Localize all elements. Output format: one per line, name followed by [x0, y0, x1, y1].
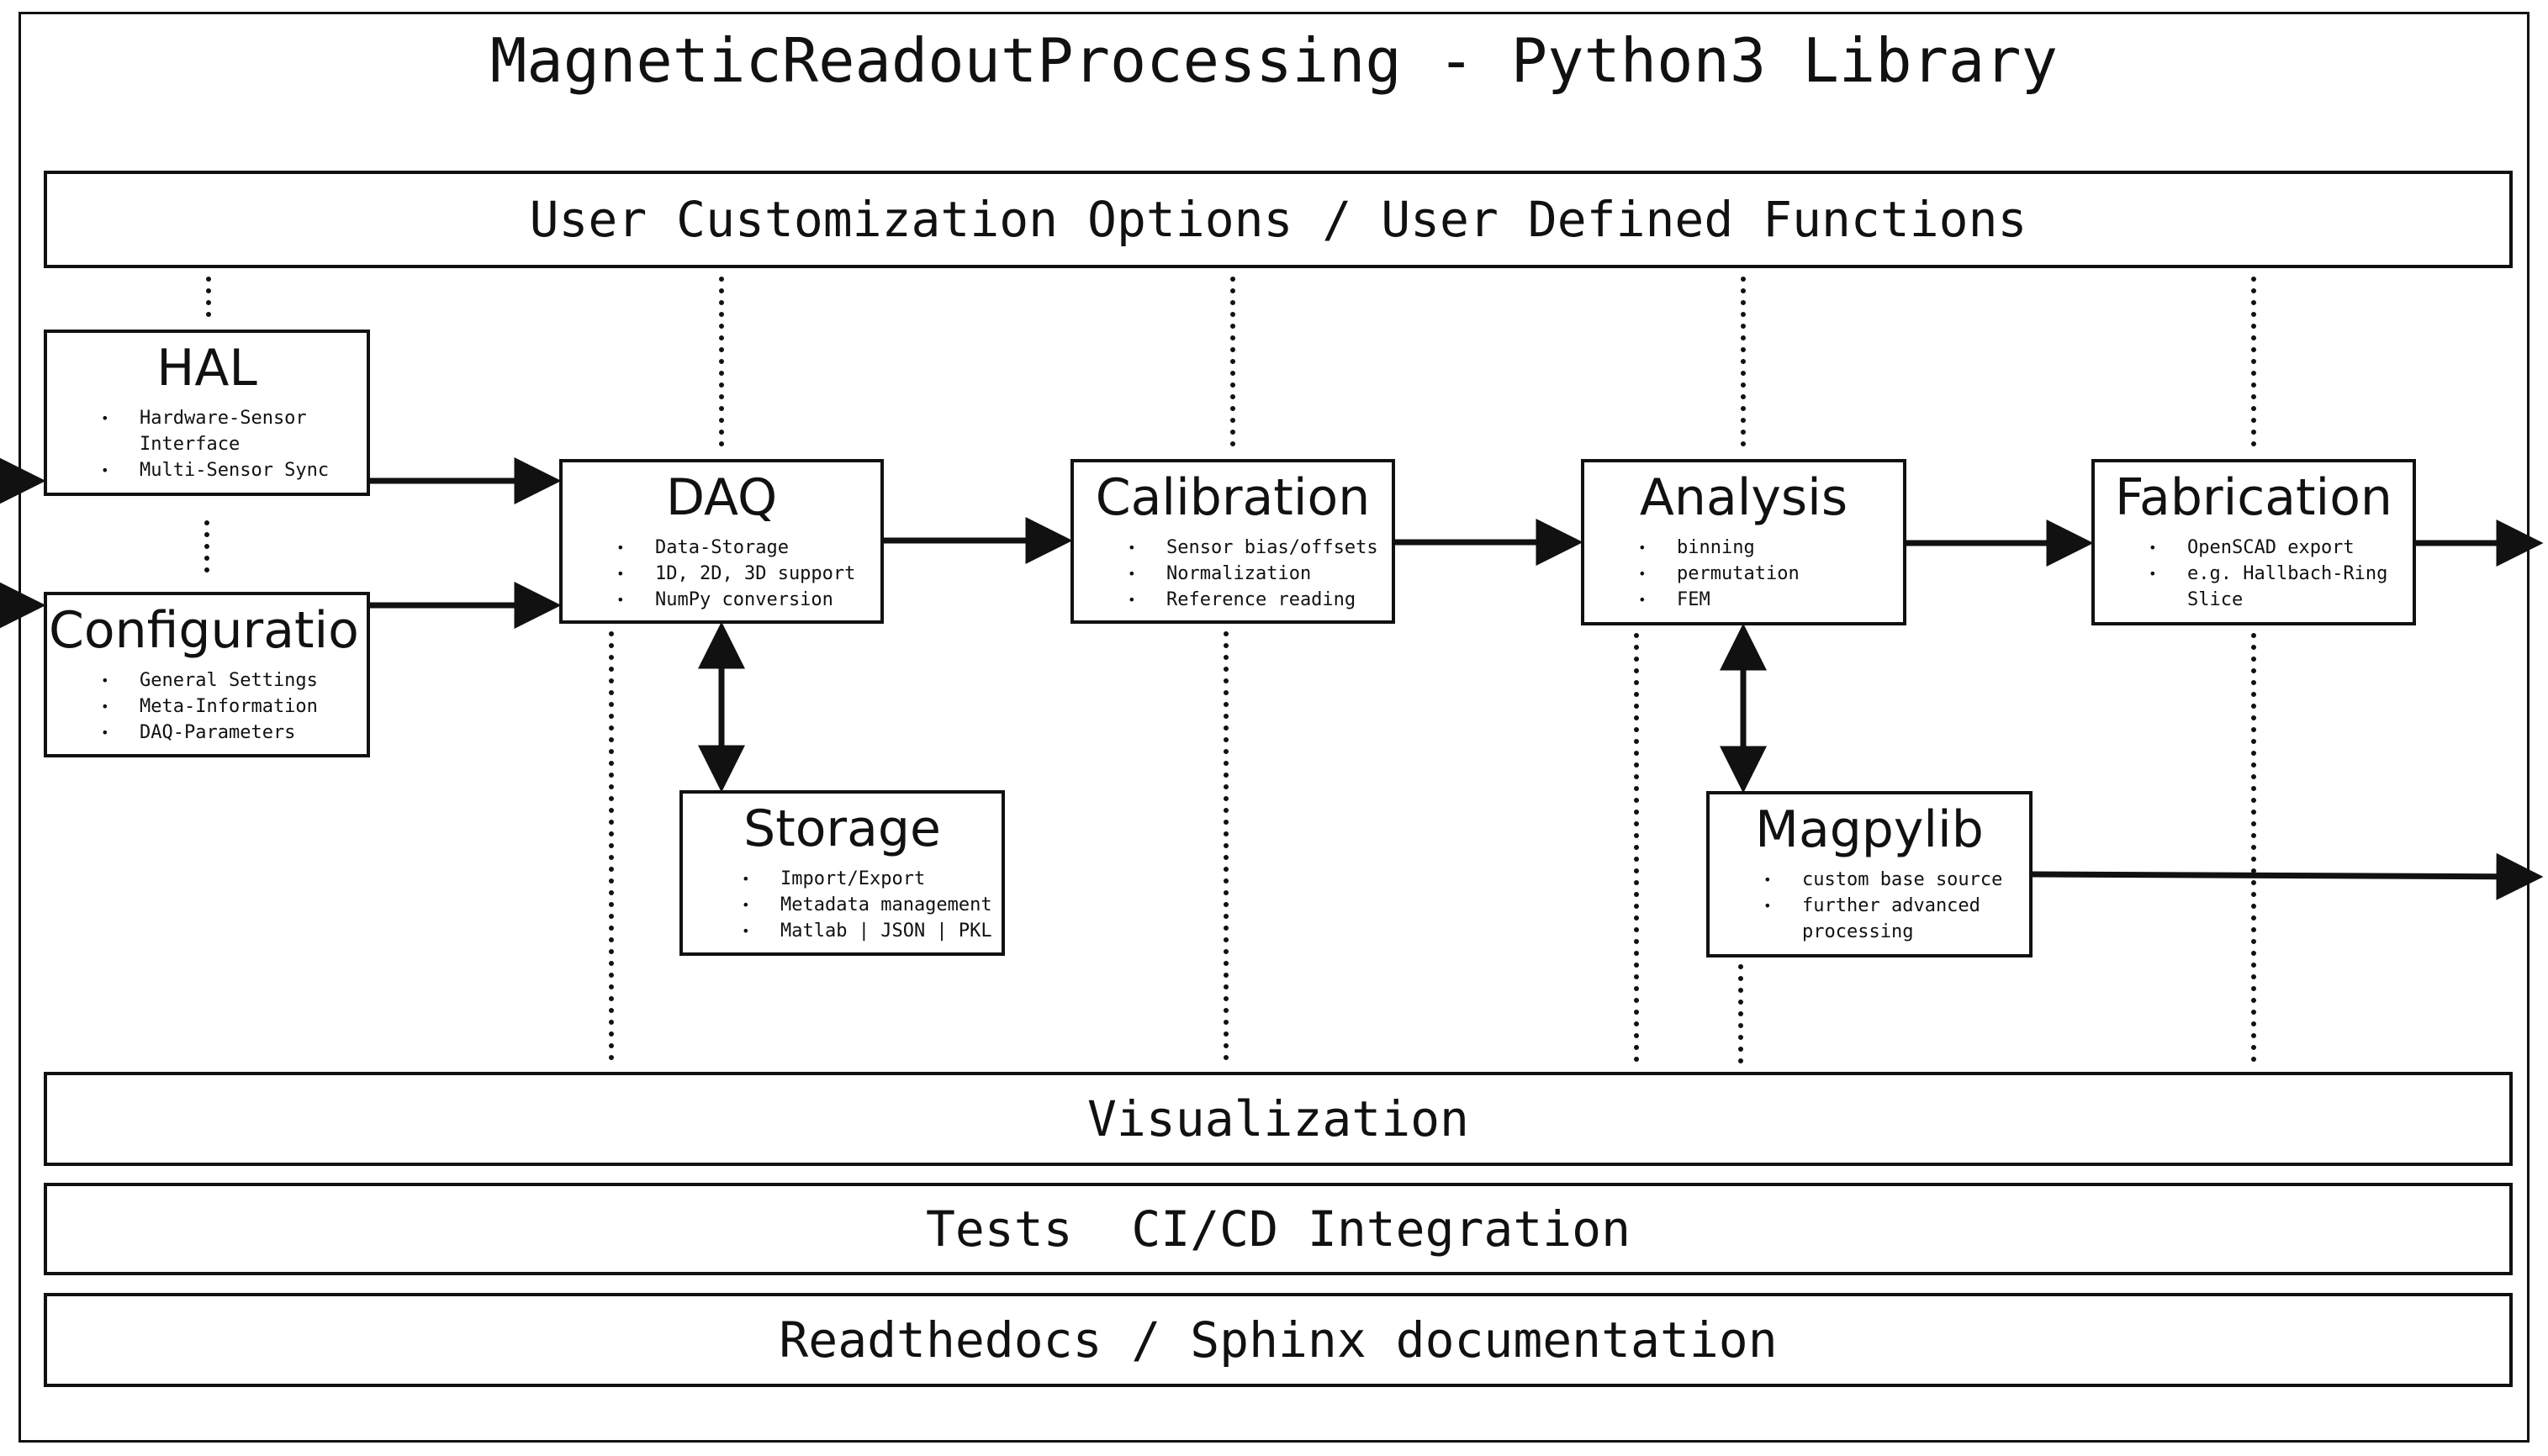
module-configuration: Configuratio General SettingsMeta-Inform… [44, 592, 370, 757]
module-title: Analysis [1639, 468, 1848, 527]
output-arrow-magpylib [2032, 852, 2544, 900]
module-title: Fabrication [2115, 468, 2392, 527]
module-fabrication: Fabrication OpenSCAD exporte.g. Hallbach… [2091, 459, 2416, 625]
user-customization-bar: User Customization Options / User Define… [44, 171, 2513, 268]
module-item-list: custom base sourcefurther advanced proce… [1710, 867, 2029, 945]
module-calibration: Calibration Sensor bias/offsetsNormaliza… [1070, 459, 1395, 624]
module-item: Multi-Sensor Sync [101, 457, 367, 483]
module-item: custom base source [1763, 867, 2029, 893]
module-item: further advanced processing [1763, 893, 2029, 945]
documentation-bar: Readthedocs / Sphinx documentation [44, 1293, 2513, 1387]
diagram-title: MagneticReadoutProcessing - Python3 Libr… [490, 25, 2058, 96]
module-storage: Storage Import/ExportMetadata management… [679, 790, 1005, 956]
module-item: Meta-Information [101, 694, 367, 720]
module-item-list: Data-Storage1D, 2D, 3D supportNumPy conv… [563, 535, 880, 613]
module-item: OpenSCAD export [2149, 535, 2413, 561]
module-item-list: Import/ExportMetadata managementMatlab |… [683, 866, 1002, 944]
module-item: General Settings [101, 667, 367, 694]
module-item-list: General SettingsMeta-InformationDAQ-Para… [47, 667, 367, 746]
module-hal: HAL Hardware-Sensor InterfaceMulti-Senso… [44, 330, 370, 496]
module-item: Metadata management [742, 892, 1002, 918]
module-item-list: binningpermutationFEM [1584, 535, 1903, 613]
module-title: Storage [743, 799, 941, 858]
module-item: NumPy conversion [616, 587, 880, 613]
module-item-list: Hardware-Sensor InterfaceMulti-Sensor Sy… [47, 405, 367, 483]
module-title: DAQ [665, 468, 778, 527]
module-magpylib: Magpylib custom base sourcefurther advan… [1706, 791, 2033, 957]
module-title: Magpylib [1755, 800, 1984, 859]
module-item: binning [1638, 535, 1903, 561]
module-title: Calibration [1095, 468, 1371, 527]
module-analysis: Analysis binningpermutationFEM [1581, 459, 1906, 625]
module-item: Sensor bias/offsets [1128, 535, 1392, 561]
module-item: DAQ-Parameters [101, 720, 367, 746]
module-item-list: OpenSCAD exporte.g. Hallbach-Ring Slice [2095, 535, 2413, 613]
module-item: Data-Storage [616, 535, 880, 561]
module-item: permutation [1638, 561, 1903, 587]
module-item-list: Sensor bias/offsetsNormalizationReferenc… [1074, 535, 1392, 613]
module-item: e.g. Hallbach-Ring Slice [2149, 561, 2413, 613]
module-daq: DAQ Data-Storage1D, 2D, 3D supportNumPy … [559, 459, 884, 624]
module-item: Import/Export [742, 866, 1002, 892]
module-item: Reference reading [1128, 587, 1392, 613]
module-item: 1D, 2D, 3D support [616, 561, 880, 587]
tests-ci-cd-bar: Tests CI/CD Integration [44, 1183, 2513, 1275]
diagram-frame [19, 12, 2529, 1443]
module-item: Normalization [1128, 561, 1392, 587]
module-title: Configuratio [49, 601, 359, 660]
module-title: HAL [156, 339, 257, 398]
visualization-bar: Visualization [44, 1072, 2513, 1166]
module-item: FEM [1638, 587, 1903, 613]
module-item: Matlab | JSON | PKL [742, 918, 1002, 944]
module-item: Hardware-Sensor Interface [101, 405, 367, 457]
